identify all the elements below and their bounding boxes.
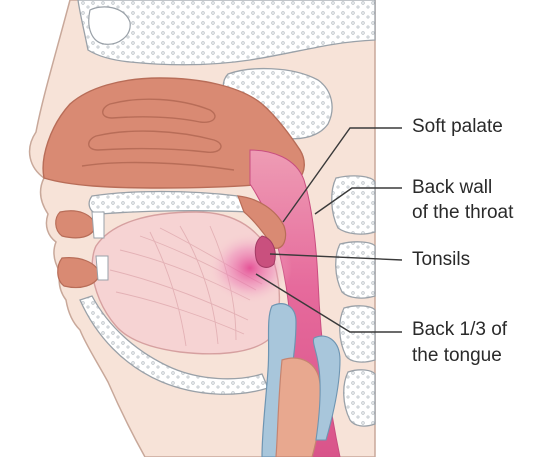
label-back-tongue-line1: Back 1/3 of [412,318,507,342]
frontal-sinus [89,7,130,44]
upper-teeth [92,212,104,238]
hard-palate [89,192,252,215]
label-tonsils: Tonsils [412,248,470,272]
label-back-wall-line2: of the throat [412,201,513,225]
label-soft-palate: Soft palate [412,115,503,139]
lower-teeth [96,256,108,280]
label-back-wall-line1: Back wall [412,176,492,200]
larynx [276,358,321,457]
label-back-tongue-line2: the tongue [412,344,502,368]
